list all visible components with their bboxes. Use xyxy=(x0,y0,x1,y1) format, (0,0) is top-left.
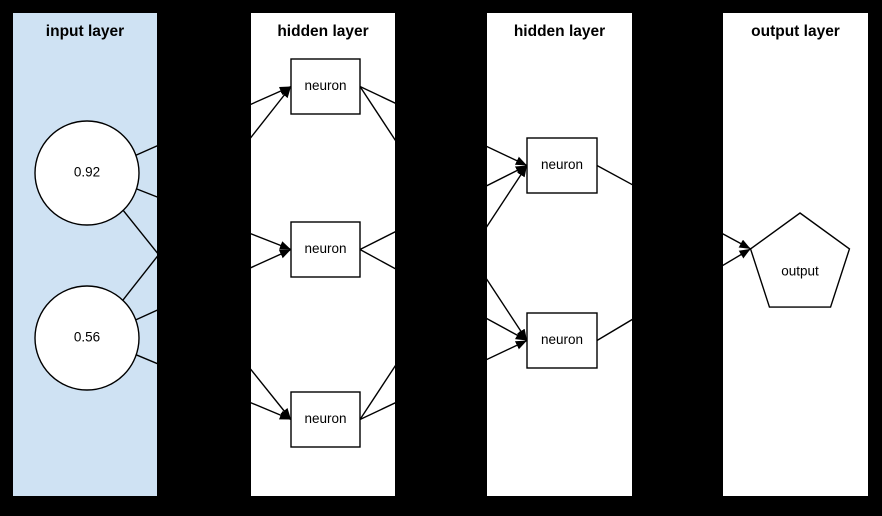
node-label: neuron xyxy=(304,241,346,256)
node-hidden2-node-2[interactable]: neuron xyxy=(526,312,598,369)
node-label: output xyxy=(781,264,819,279)
title-output-layer: output layer xyxy=(751,23,840,40)
node-rect xyxy=(290,58,361,115)
node-rect xyxy=(526,312,598,369)
node-label: neuron xyxy=(304,78,346,93)
node-hidden1-node-2[interactable]: neuron xyxy=(290,221,361,278)
node-rect xyxy=(290,391,361,448)
node-hidden1-node-1[interactable]: neuron xyxy=(290,58,361,115)
node-label: neuron xyxy=(304,411,346,426)
node-circle xyxy=(34,285,140,391)
title-hidden-layer-1: hidden layer xyxy=(277,23,368,40)
panel-input-layer xyxy=(13,13,157,496)
node-pentagon xyxy=(749,212,851,308)
node-circle xyxy=(34,120,140,226)
node-hidden1-node-3[interactable]: neuron xyxy=(290,391,361,448)
layer-titles: input layer hidden layer hidden layer outpu… xyxy=(46,23,840,40)
node-label: neuron xyxy=(541,332,583,347)
title-input-layer: input layer xyxy=(46,23,124,40)
title-hidden-layer-2: hidden layer xyxy=(514,23,605,40)
node-rect xyxy=(290,221,361,278)
node-rect xyxy=(526,137,598,194)
panel-hidden-layer-2 xyxy=(487,13,632,496)
node-hidden2-node-1[interactable]: neuron xyxy=(526,137,598,194)
node-input-node-1[interactable]: 0.92 xyxy=(34,120,140,226)
node-input-node-2[interactable]: 0.56 xyxy=(34,285,140,391)
node-label: 0.92 xyxy=(74,165,100,180)
node-output-node-1[interactable]: output xyxy=(749,212,851,308)
node-label: neuron xyxy=(541,157,583,172)
node-label: 0.56 xyxy=(74,330,100,345)
layer-nodes: 0.92 0.56 neuron neuron neuron neuron neuron ou… xyxy=(34,58,851,448)
